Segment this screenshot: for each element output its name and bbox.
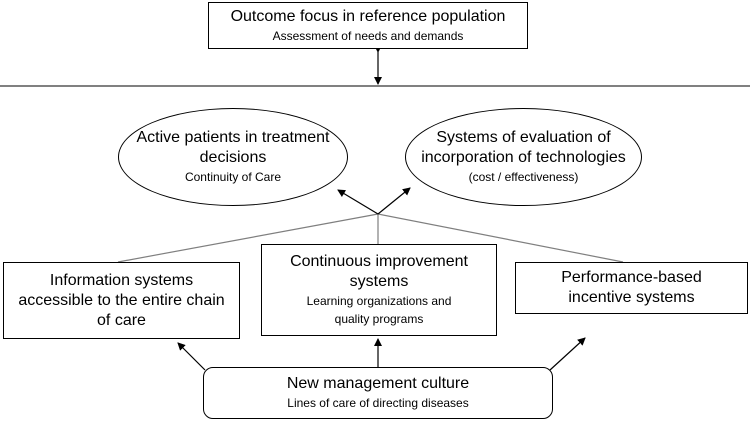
outcome-title: Outcome focus in reference population (230, 7, 506, 25)
performance-incentive-box: Performance-based incentive systems (515, 262, 748, 314)
management-subtitle: Lines of care of directing diseases (287, 396, 469, 410)
active-patients-title-line1: Active patients in treatment (136, 129, 330, 146)
information-line2: accessible to the entire chain (18, 291, 225, 309)
management-title: New management culture (286, 375, 470, 392)
continuous-title-line2: systems (349, 273, 409, 290)
performance-line2: incentive systems (568, 289, 695, 306)
connector-from-performance (377, 213, 624, 263)
active-patients-title-line2: decisions (199, 149, 267, 166)
information-line1: Information systems (49, 271, 194, 289)
outcome-subtitle: Assessment of needs and demands (272, 28, 464, 43)
evaluation-subtitle: (cost / effectiveness) (468, 170, 579, 184)
active-patients-subtitle: Continuity of Care (184, 170, 282, 184)
connector-from-information (117, 213, 379, 263)
outcome-focus-box: Outcome focus in reference population As… (208, 2, 528, 49)
continuous-title-line1: Continuous improvement (290, 253, 468, 270)
continuous-subtitle-line1: Learning organizations and (306, 294, 452, 308)
evaluation-title-line1: Systems of evaluation of (436, 129, 611, 146)
management-culture-box: New management culture Lines of care of … (203, 367, 553, 419)
evaluation-title-line2: incorporation of technologies (421, 149, 626, 166)
continuous-improvement-box: Continuous improvement systems Learning … (261, 244, 497, 336)
continuous-subtitle-line2: quality programs (334, 312, 424, 326)
arrow-to-active-patients (337, 189, 379, 215)
active-patients-ellipse: Active patients in treatment decisions C… (118, 108, 348, 206)
arrow-to-evaluation (377, 187, 411, 215)
arrow-to-performance (549, 337, 586, 371)
arrow-to-information (177, 342, 206, 371)
performance-line1: Performance-based (561, 269, 702, 286)
information-systems-box: Information systems accessible to the en… (3, 262, 240, 339)
information-line3: of care (97, 311, 146, 329)
evaluation-systems-ellipse: Systems of evaluation of incorporation o… (405, 108, 642, 206)
